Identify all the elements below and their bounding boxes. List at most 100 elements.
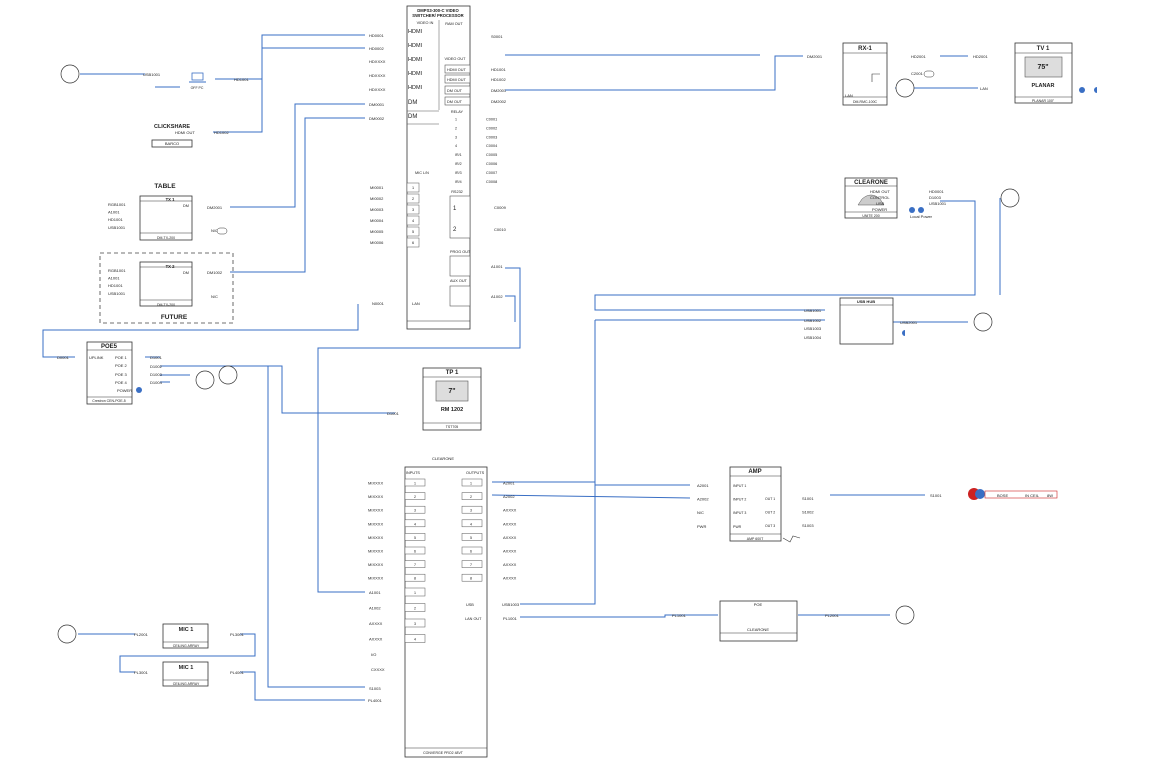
svg-text:DM: DM xyxy=(183,204,189,208)
rs232-label: RS232 xyxy=(451,190,463,194)
table-input-label: RGB1001 xyxy=(108,202,126,207)
amp-in-label: N/C xyxy=(697,510,704,515)
amp-in-label: A2002 xyxy=(697,497,709,502)
out-label-2: HD1002 xyxy=(491,77,506,82)
camera-title: CLEARONE xyxy=(854,180,888,186)
camera-label-usb: USB1001 xyxy=(929,201,947,206)
tp1-touchpanel: TP 1 7" RM 1202 TST705 D1001 xyxy=(387,367,482,431)
dsp-in-label: MIXXXX xyxy=(368,481,383,486)
mic-label: MI0004 xyxy=(370,218,384,223)
tv-title: TV 1 xyxy=(1037,46,1050,52)
table-tx1: TABLE TX 1 DM DM-TX-200 DM2001 N/C xyxy=(139,183,228,241)
mic1-array-a: MIC 1 CEILING ARRAY PL2001 PL3001 xyxy=(134,623,245,649)
dsp-in-num: 8 xyxy=(414,577,416,581)
rx1-receiver: RX-1 DM-RMC-100C DM2001 HD2001 C2001 LAN xyxy=(807,42,935,106)
dsp-out-label: AXXXX xyxy=(503,549,517,554)
amp-title: AMP xyxy=(748,469,761,475)
usb-hub-out: USB2001 xyxy=(900,320,918,325)
future-input-label: A1001 xyxy=(108,276,120,281)
tv-brand: PLANAR xyxy=(1032,83,1055,89)
tv1-display: TV 1 75" PLANAR PLANAR 100" HD2001 LAN xyxy=(973,42,1097,104)
poe-in-label: D0001 xyxy=(57,355,70,360)
svg-text:1: 1 xyxy=(453,206,457,212)
poe-title: POE5 xyxy=(101,344,118,350)
rx-ir-label: C2001 xyxy=(911,71,924,76)
mic-port xyxy=(406,193,420,204)
dsp-in-port xyxy=(404,505,426,514)
mic-port-num: 3 xyxy=(412,208,414,212)
amp: AMP AMP 600T xyxy=(729,466,801,543)
dsp-usb-label: USB1003 xyxy=(502,602,520,607)
future-title: FUTURE xyxy=(161,314,188,321)
dsp-in-label: MIXXXX xyxy=(368,521,383,526)
mic-port-num: 4 xyxy=(412,219,414,223)
dsp-aux-port xyxy=(404,603,426,612)
dsp-out-label: A2001 xyxy=(503,481,515,486)
off-pc-hd-label: HD1001 xyxy=(234,77,249,82)
dsp-aux-num: 4 xyxy=(414,638,416,642)
table-input-label: A1001 xyxy=(108,210,120,215)
poe-port-1: POE 1 xyxy=(115,355,128,360)
dsp-aux-label: A1001 xyxy=(369,590,381,595)
switcher-title-2: SWITCHER/ PROCESSOR xyxy=(412,13,463,18)
dsp-in-label: MIXXXX xyxy=(368,549,383,554)
dsp-in-label: MIXXXX xyxy=(368,576,383,581)
table-model: DM-TX-200 xyxy=(157,236,175,240)
clickshare: CLICKSHARE HDMI OUT BARCO HD1002 xyxy=(151,124,229,148)
mic-port xyxy=(406,182,420,193)
mic-port-num: 6 xyxy=(412,241,414,245)
amp-in-port: INPUT 3 xyxy=(733,511,746,515)
tv-size: 75" xyxy=(1037,64,1048,71)
future-input-label: USB1001 xyxy=(108,291,126,296)
mic-port xyxy=(406,226,420,237)
relay-label: C0004 xyxy=(486,144,497,148)
amp-out-label: S1002 xyxy=(802,510,814,515)
dsp-out-label: AXXXX xyxy=(503,576,517,581)
dsp-in-label: MIXXXX xyxy=(368,508,383,513)
dsp-out-num: 7 xyxy=(470,563,472,567)
svg-text:2: 2 xyxy=(453,227,457,233)
ram-out-label: RAM OUT xyxy=(445,22,463,26)
dsp-aux-num: 1 xyxy=(414,591,416,595)
mic-b-out: PL4001 xyxy=(230,670,245,675)
dsp-out-port xyxy=(461,533,483,541)
dsp-in-port xyxy=(404,519,426,528)
mic-port-num: 5 xyxy=(412,230,414,234)
wire-layer xyxy=(42,34,1001,701)
dsp-in-port xyxy=(404,560,426,568)
tp-model: RM 1202 xyxy=(441,407,463,413)
camera-row-usb: USB xyxy=(876,201,885,206)
usb-hub-in-4: USB1004 xyxy=(804,335,822,340)
hdmi-in-3: HDMI xyxy=(408,57,423,63)
mic-port xyxy=(406,215,420,226)
dsp-in-port xyxy=(404,533,426,541)
usb-hub-in-2: USB1002 xyxy=(804,318,822,323)
dm-out-2: DM OUT xyxy=(447,100,463,104)
dsp-aux-label: A1002 xyxy=(369,606,381,611)
dsp-out-num: 8 xyxy=(470,577,472,581)
tv-lan-label: LAN xyxy=(980,86,988,91)
future-input-label: HD1001 xyxy=(108,283,123,288)
tp-title: TP 1 xyxy=(446,370,459,376)
mic-label: MI0003 xyxy=(370,207,384,212)
dsp-aux-label: AXXXX xyxy=(369,621,383,626)
a1002-label: A1002 xyxy=(491,294,503,299)
dsp-inputs: INPUTS xyxy=(406,471,420,475)
dsp-out-port xyxy=(461,505,483,514)
in-label-6: DM0001 xyxy=(369,102,385,107)
mic-label: MI0006 xyxy=(370,240,384,245)
clickshare-sub: HDMI OUT xyxy=(175,130,195,135)
a1001-label: A1001 xyxy=(491,264,503,269)
clickshare-hd-label: HD1002 xyxy=(214,130,229,135)
clearone-dsp: CLEARONE INPUTS OUTPUTS USB USB1003 LAN … xyxy=(368,456,520,758)
dsp-misc-4: PL4001 xyxy=(368,698,383,703)
amp-in-port: PWR xyxy=(733,525,742,529)
relay-num: IR/1 xyxy=(455,153,462,157)
mic-a-out: PL3001 xyxy=(230,632,245,637)
dsp-out-port xyxy=(461,492,483,500)
